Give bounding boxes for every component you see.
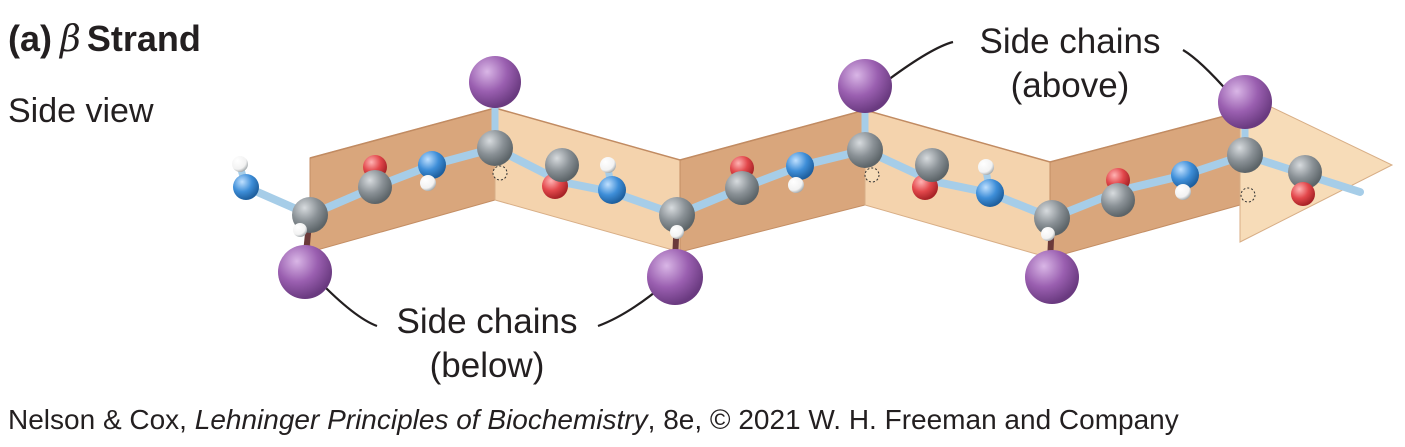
panel-name: Strand xyxy=(86,18,201,59)
carbonyl-carbon-atom xyxy=(725,171,759,205)
callout-below-line2: (below) xyxy=(429,346,545,385)
hydrogen-atom xyxy=(293,223,307,237)
nitrogen-atom xyxy=(1171,161,1199,189)
credit-authors: Nelson & Cox, xyxy=(8,404,187,435)
hydrogen-atom xyxy=(492,165,508,181)
beta-symbol: β xyxy=(60,19,81,60)
side-chain-below-3 xyxy=(1025,250,1079,304)
hydrogen-atom xyxy=(1175,184,1191,200)
side-chain-above-2 xyxy=(838,59,892,113)
carbonyl-carbon-atom xyxy=(915,148,949,182)
side-chain-above-1 xyxy=(469,56,521,108)
hydrogen-atom xyxy=(420,175,436,191)
alpha-carbon-atom xyxy=(1227,137,1263,173)
side-chains-below xyxy=(278,245,1079,305)
hydrogen-atom xyxy=(670,225,684,239)
hydrogen-atom xyxy=(600,157,616,173)
hydrogen-atom xyxy=(1041,227,1055,241)
credit-book-title: Lehninger Principles of Biochemistry xyxy=(194,404,648,435)
nitrogen-atom xyxy=(233,174,259,200)
oxygen-atom xyxy=(1291,182,1315,206)
nitrogen-atom xyxy=(598,176,626,204)
side-chains-above xyxy=(469,56,1272,129)
sheet-pleat-2 xyxy=(494,107,681,253)
hydrogen-atom xyxy=(978,159,994,175)
side-chain-below-1 xyxy=(278,245,332,299)
callout-above-line1: Side chains xyxy=(979,22,1161,61)
callout-above-line2: (above) xyxy=(1010,66,1130,105)
hydrogen-atom xyxy=(864,167,880,183)
alpha-carbon-atom xyxy=(847,132,883,168)
side-chain-above-3 xyxy=(1218,75,1272,129)
panel-label: (a) xyxy=(8,18,52,59)
alpha-carbon-atom xyxy=(477,130,513,166)
nitrogen-atom xyxy=(786,152,814,180)
alpha-carbon-atom xyxy=(1034,200,1070,236)
credit-line: Nelson & Cox, Lehninger Principles of Bi… xyxy=(8,404,1179,436)
carbonyl-carbon-atom xyxy=(1101,183,1135,217)
nitrogen-atom xyxy=(418,151,446,179)
carbonyl-carbon-atom xyxy=(545,148,579,182)
view-label: Side view xyxy=(8,92,154,130)
callout-side-chains-above: Side chains (above) xyxy=(950,20,1190,108)
sheet-pleat-3 xyxy=(679,109,866,253)
alpha-carbon-atom xyxy=(659,197,695,233)
hydrogen-atom xyxy=(232,156,248,172)
credit-edition: , 8e, © 2021 W. H. Freeman and Company xyxy=(647,404,1179,435)
carbonyl-carbon-atom xyxy=(1288,155,1322,189)
atoms xyxy=(232,130,1322,241)
carbonyl-carbon-atom xyxy=(358,170,392,204)
nitrogen-atom xyxy=(976,179,1004,207)
callout-side-chains-below: Side chains (below) xyxy=(362,300,612,388)
hydrogen-atom xyxy=(1240,187,1256,203)
hydrogen-atom xyxy=(788,177,804,193)
sheet-top-edge xyxy=(309,107,1241,163)
side-chain-below-2 xyxy=(647,249,703,305)
callout-below-line1: Side chains xyxy=(396,302,578,341)
